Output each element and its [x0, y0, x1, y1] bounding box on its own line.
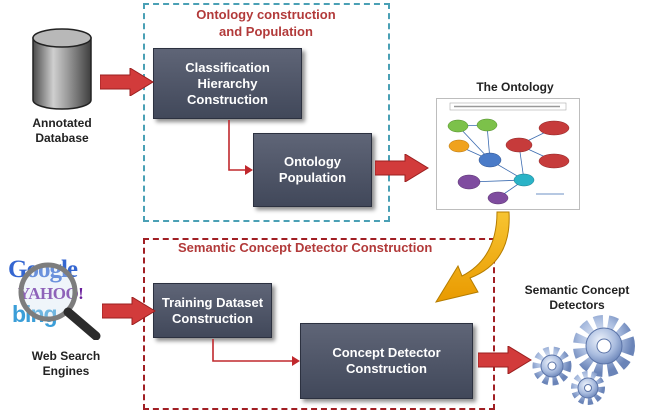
block-arrow-search — [102, 297, 156, 325]
magnifier-icon — [18, 262, 101, 340]
concept-detector-box: Concept Detector Construction — [300, 323, 473, 399]
gear-large — [573, 315, 635, 377]
gears-icon — [532, 315, 635, 405]
ontology-population-box: Ontology Population — [253, 133, 372, 207]
ontology-construction-region — [143, 3, 390, 222]
annotated-database-label: Annotated Database — [32, 116, 92, 145]
ontology-graph-thumbnail — [436, 98, 580, 210]
connector-classification-to-population — [228, 120, 245, 171]
detector-construction-region — [143, 238, 495, 410]
web-search-engines-label: Web Search Engines — [31, 349, 101, 378]
search-engine-logos: Google YAHOO! bing — [4, 256, 108, 340]
connector-training-to-detector — [212, 339, 292, 362]
block-arrow-detectors — [478, 346, 532, 374]
gear-small-bottom — [571, 371, 605, 405]
block-arrow-population — [375, 154, 429, 182]
yahoo-logo: YAHOO! — [18, 284, 84, 304]
the-ontology-label: The Ontology — [476, 80, 554, 94]
ontology-graph-nodes — [447, 118, 570, 205]
classification-hierarchy-box: Classification Hierarchy Construction — [153, 48, 302, 119]
block-arrow-database — [100, 68, 154, 96]
ontology-region-title: Ontology construction and Population — [196, 7, 336, 39]
gear-small-left — [532, 346, 572, 386]
connector-arrowhead-population — [245, 165, 253, 175]
database-icon — [32, 28, 92, 110]
detector-region-title: Semantic Concept Detector Construction — [178, 240, 433, 255]
semantic-detectors-label: Semantic Concept Detectors — [524, 283, 630, 312]
connector-arrowhead-detector — [292, 356, 300, 366]
